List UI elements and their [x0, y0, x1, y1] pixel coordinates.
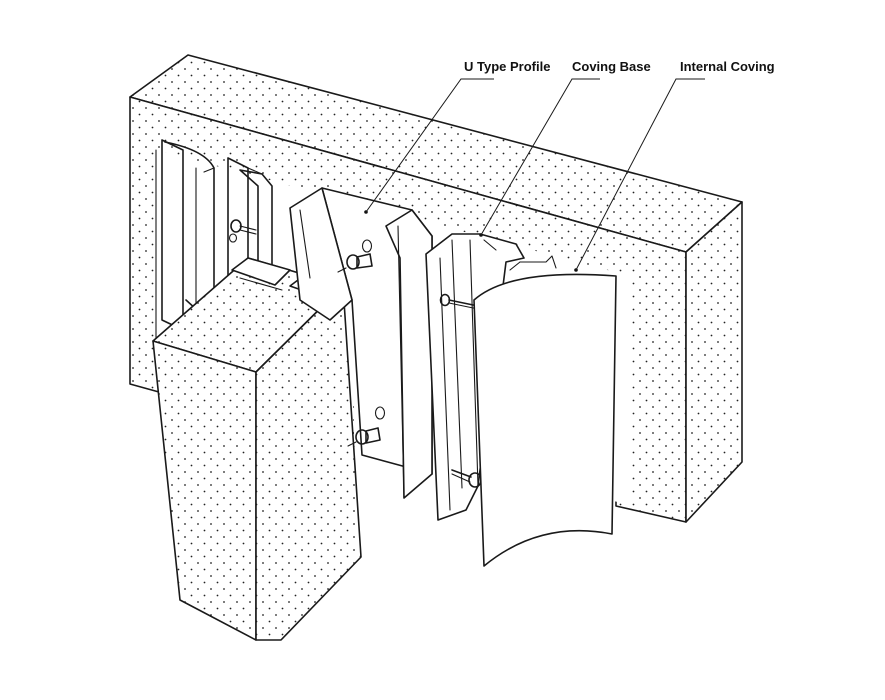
leader-u-type-profile — [365, 78, 494, 213]
u-profile-screw-top — [337, 253, 373, 273]
callout-u-type-profile: U Type Profile — [464, 59, 550, 74]
leader-internal-coving — [575, 78, 705, 271]
callout-coving-base: Coving Base — [572, 59, 651, 74]
left-screw — [228, 219, 257, 243]
u-profile-screw-bottom — [347, 427, 381, 447]
coving-base-screw-top — [439, 293, 479, 310]
u-type-profile — [289, 187, 433, 499]
callout-leaders — [365, 78, 705, 271]
leader-coving-base — [480, 78, 600, 236]
front-pillar — [152, 257, 362, 641]
callout-internal-coving: Internal Coving — [680, 59, 775, 74]
internal-coving — [473, 255, 617, 567]
